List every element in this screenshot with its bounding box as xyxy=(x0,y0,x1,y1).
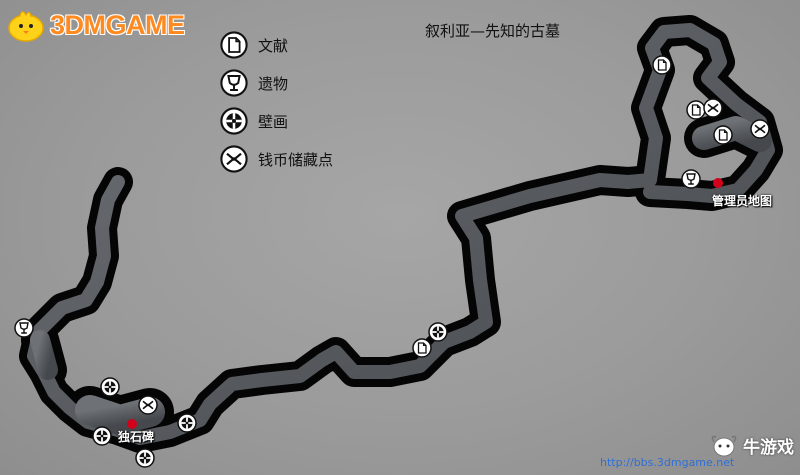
chick-mascot-icon xyxy=(8,11,44,42)
coin-cache-marker[interactable] xyxy=(703,98,723,118)
legend-item-coin-cache: 钱币储藏点 xyxy=(220,140,333,178)
mural-marker[interactable] xyxy=(177,413,197,433)
monolith-location-marker[interactable] xyxy=(127,419,137,429)
mural-marker[interactable] xyxy=(135,448,155,468)
map-title: 叙利亚—先知的古墓 xyxy=(425,22,561,40)
relic-marker[interactable] xyxy=(14,318,34,338)
admin-map-location-marker[interactable] xyxy=(713,178,723,188)
map-markers xyxy=(14,55,770,468)
site-logo: 3DMGAME xyxy=(6,6,185,44)
legend-label: 钱币储藏点 xyxy=(258,150,334,169)
monolith-label: 独石碑 xyxy=(118,430,155,444)
cave-floor xyxy=(27,23,775,445)
mural-marker[interactable] xyxy=(100,377,120,397)
legend-label: 遗物 xyxy=(258,74,289,93)
map-legend: 文献 遗物 壁画 钱币储藏点 xyxy=(220,26,333,178)
document-marker[interactable] xyxy=(652,55,672,75)
legend-label: 文献 xyxy=(258,36,289,55)
coin-cache-icon xyxy=(220,145,248,173)
bull-logo-icon xyxy=(711,435,737,457)
coin-cache-marker[interactable] xyxy=(138,395,158,415)
legend-item-document: 文献 xyxy=(220,26,333,64)
coin-cache-marker[interactable] xyxy=(750,119,770,139)
document-marker[interactable] xyxy=(713,125,733,145)
legend-item-relic: 遗物 xyxy=(220,64,333,102)
relic-icon xyxy=(220,69,248,97)
document-icon xyxy=(220,31,248,59)
watermark-text: 牛游戏 xyxy=(743,437,794,458)
watermark-url: http://bbs.3dmgame.net xyxy=(600,456,735,469)
mural-marker[interactable] xyxy=(92,426,112,446)
document-marker[interactable] xyxy=(686,100,706,120)
relic-marker[interactable] xyxy=(681,169,701,189)
document-marker[interactable] xyxy=(412,338,432,358)
mural-marker[interactable] xyxy=(428,322,448,342)
watermark: 牛游戏 xyxy=(709,432,794,458)
mural-icon xyxy=(220,107,248,135)
legend-label: 壁画 xyxy=(258,112,289,131)
legend-item-mural: 壁画 xyxy=(220,102,333,140)
admin-map-label: 管理员地图 xyxy=(712,194,773,208)
logo-text: 3DMGAME xyxy=(50,9,185,40)
